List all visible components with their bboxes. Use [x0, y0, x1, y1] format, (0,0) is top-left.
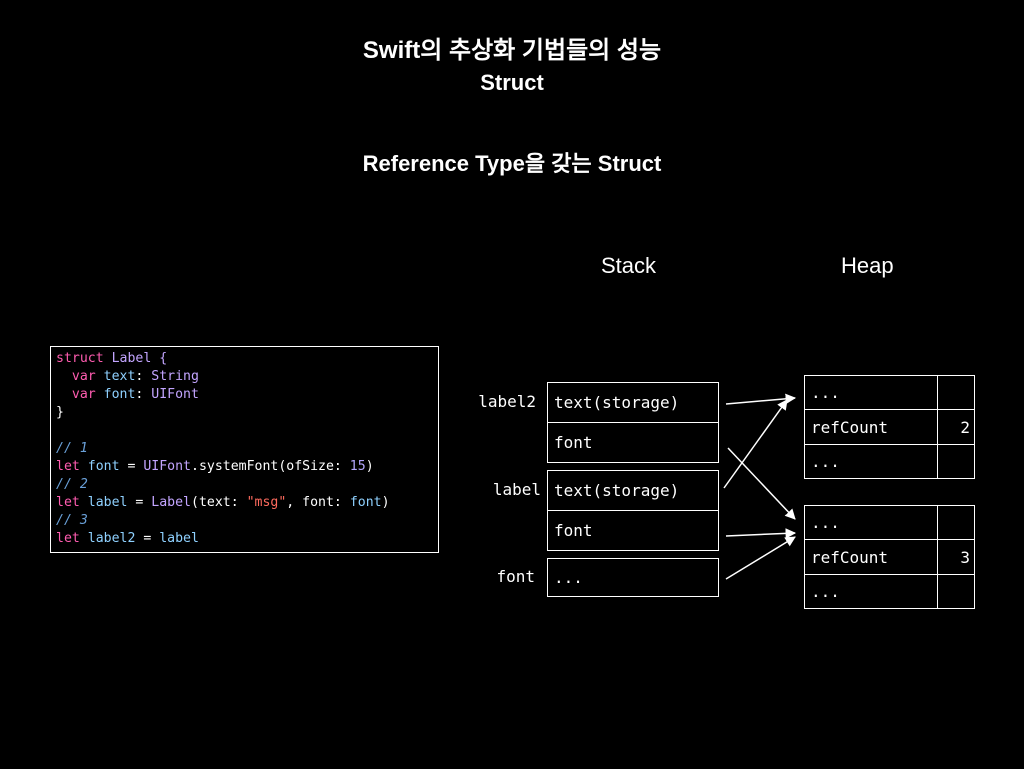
- code-call: , font:: [286, 495, 350, 510]
- code-type: UIFont: [151, 387, 199, 402]
- code-punct: =: [127, 495, 152, 510]
- code-identifier: font: [79, 459, 120, 474]
- code-call: (text:: [191, 495, 247, 510]
- arrow-label2-text-to-heap1: [725, 393, 797, 405]
- code-snippet: struct Label { var text: String var font…: [50, 346, 439, 553]
- code-line: var font: UIFont: [56, 386, 438, 404]
- code-punct: =: [119, 459, 144, 474]
- heap-column-label: Heap: [841, 253, 894, 278]
- arrow-label-font-to-heap2: [725, 528, 797, 539]
- arrow-label2-font-to-heap2: [727, 447, 796, 520]
- stack-var-label2: label2: [478, 392, 536, 411]
- code-identifier: label: [159, 531, 199, 546]
- code-line: let label2 = label: [56, 530, 438, 548]
- code-line: // 1: [56, 440, 438, 458]
- code-comment: // 3: [56, 513, 88, 528]
- slide-title: Swift의 추상화 기법들의 성능: [362, 37, 662, 64]
- code-punct: =: [135, 531, 160, 546]
- stack-var-label: label: [492, 480, 541, 499]
- code-punct: ): [365, 459, 374, 474]
- code-line: // 2: [56, 476, 438, 494]
- heap-obj2-footer-value-cell: [937, 574, 975, 609]
- code-call: .systemFont(ofSize:: [191, 459, 350, 474]
- code-identifier: font: [95, 387, 136, 402]
- stack-column-label: Stack: [601, 253, 657, 278]
- code-identifier: text: [95, 369, 136, 384]
- code-punct: }: [56, 405, 64, 420]
- code-identifier: font: [349, 495, 382, 510]
- code-keyword: let: [56, 495, 80, 510]
- code-punct: :: [135, 369, 152, 384]
- code-keyword: struct: [56, 351, 104, 366]
- stack-font-cell: ...: [547, 558, 719, 597]
- code-string: "msg": [246, 495, 287, 510]
- stack-var-font: font: [496, 567, 535, 586]
- code-type: Label: [151, 495, 191, 510]
- code-comment: // 1: [56, 441, 88, 456]
- code-comment: // 2: [56, 477, 88, 492]
- slide-subtitle: Struct: [480, 70, 544, 95]
- code-line: // 3: [56, 512, 438, 530]
- code-number: 15: [349, 459, 366, 474]
- heap-obj1-footer-value-cell: [937, 444, 975, 479]
- code-keyword: var: [56, 387, 96, 402]
- code-type: String: [151, 369, 199, 384]
- code-type: UIFont: [143, 459, 191, 474]
- code-identifier: label: [79, 495, 128, 510]
- arrow-font-to-heap2: [725, 536, 796, 580]
- code-line: }: [56, 404, 438, 422]
- stack-label2-font-cell: font: [547, 422, 719, 463]
- section-heading: Reference Type을 갖는 Struct: [362, 151, 662, 176]
- arrow-label-text-to-heap1: [723, 399, 788, 489]
- code-line: struct Label {: [56, 350, 438, 368]
- code-keyword: let: [56, 459, 80, 474]
- code-line: var text: String: [56, 368, 438, 386]
- code-keyword: var: [56, 369, 96, 384]
- code-identifier: label2: [79, 531, 136, 546]
- code-line: let label = Label(text: "msg", font: fon…: [56, 494, 438, 512]
- code-punct: :: [135, 387, 152, 402]
- code-type: Label {: [103, 351, 168, 366]
- stack-label-font-cell: font: [547, 510, 719, 551]
- code-line: let font = UIFont.systemFont(ofSize: 15): [56, 458, 438, 476]
- code-punct: ): [381, 495, 390, 510]
- code-keyword: let: [56, 531, 80, 546]
